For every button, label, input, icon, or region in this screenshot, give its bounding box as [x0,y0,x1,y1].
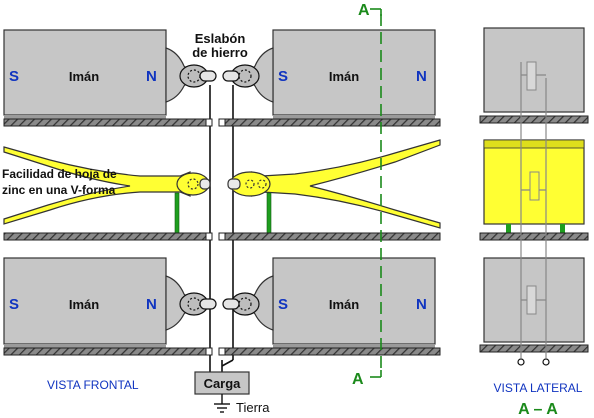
base-bar-bottom-left [3,347,207,356]
green-post-left [174,192,180,234]
ground-label: Tierra [236,400,270,415]
side-view [479,27,589,366]
iron-link-top [179,64,260,88]
zinc-sheet-right [227,139,441,229]
magnet-bottom-right [272,257,436,348]
magnet-label-bottom-left: Imán [69,297,99,312]
section-a-bottom: A [352,371,364,388]
magnet-top-left [3,29,167,119]
magnet-top-right [272,29,436,119]
section-a-top: A [358,2,370,19]
base-bar-top-right [224,118,441,127]
front-view-title: VISTA FRONTAL [47,378,139,392]
section-line-a [370,8,382,378]
magnet-label-top-right: Imán [329,69,359,84]
pole-n-bottom-left: N [146,296,157,313]
pole-n-top-right: N [416,68,427,85]
pole-n-bottom-right: N [416,296,427,313]
side-view-title: VISTA LATERAL [494,381,583,395]
label-eslabon-2: de hierro [192,45,248,60]
magnet-label-bottom-right: Imán [329,297,359,312]
base-bar-top-left [3,118,207,127]
terminal-left [517,358,525,366]
base-bar-mid-right [224,232,441,241]
pole-s-bottom-right: S [278,296,288,313]
terminal-right [542,358,550,366]
ground-symbol [214,394,230,413]
base-bar-mid-left [3,232,207,241]
pole-n-top-left: N [146,68,157,85]
label-zinc-2: zinc en una V-forma [2,183,116,197]
green-post-right [266,192,272,234]
section-aa-title: A – A [518,401,558,418]
iron-link-bottom [179,292,260,316]
wires [209,85,234,372]
label-eslabon-1: Eslabón [195,31,246,46]
magnet-label-top-left: Imán [69,69,99,84]
magnet-bottom-left [3,257,167,348]
label-zinc-1: Facilidad de hoja de [2,167,117,181]
zinc-sheet-left [3,146,211,225]
pole-s-top-right: S [278,68,288,85]
pole-s-bottom-left: S [9,296,19,313]
pole-s-top-left: S [9,68,19,85]
base-bar-bottom-right [224,347,441,356]
load-label: Carga [204,376,242,391]
